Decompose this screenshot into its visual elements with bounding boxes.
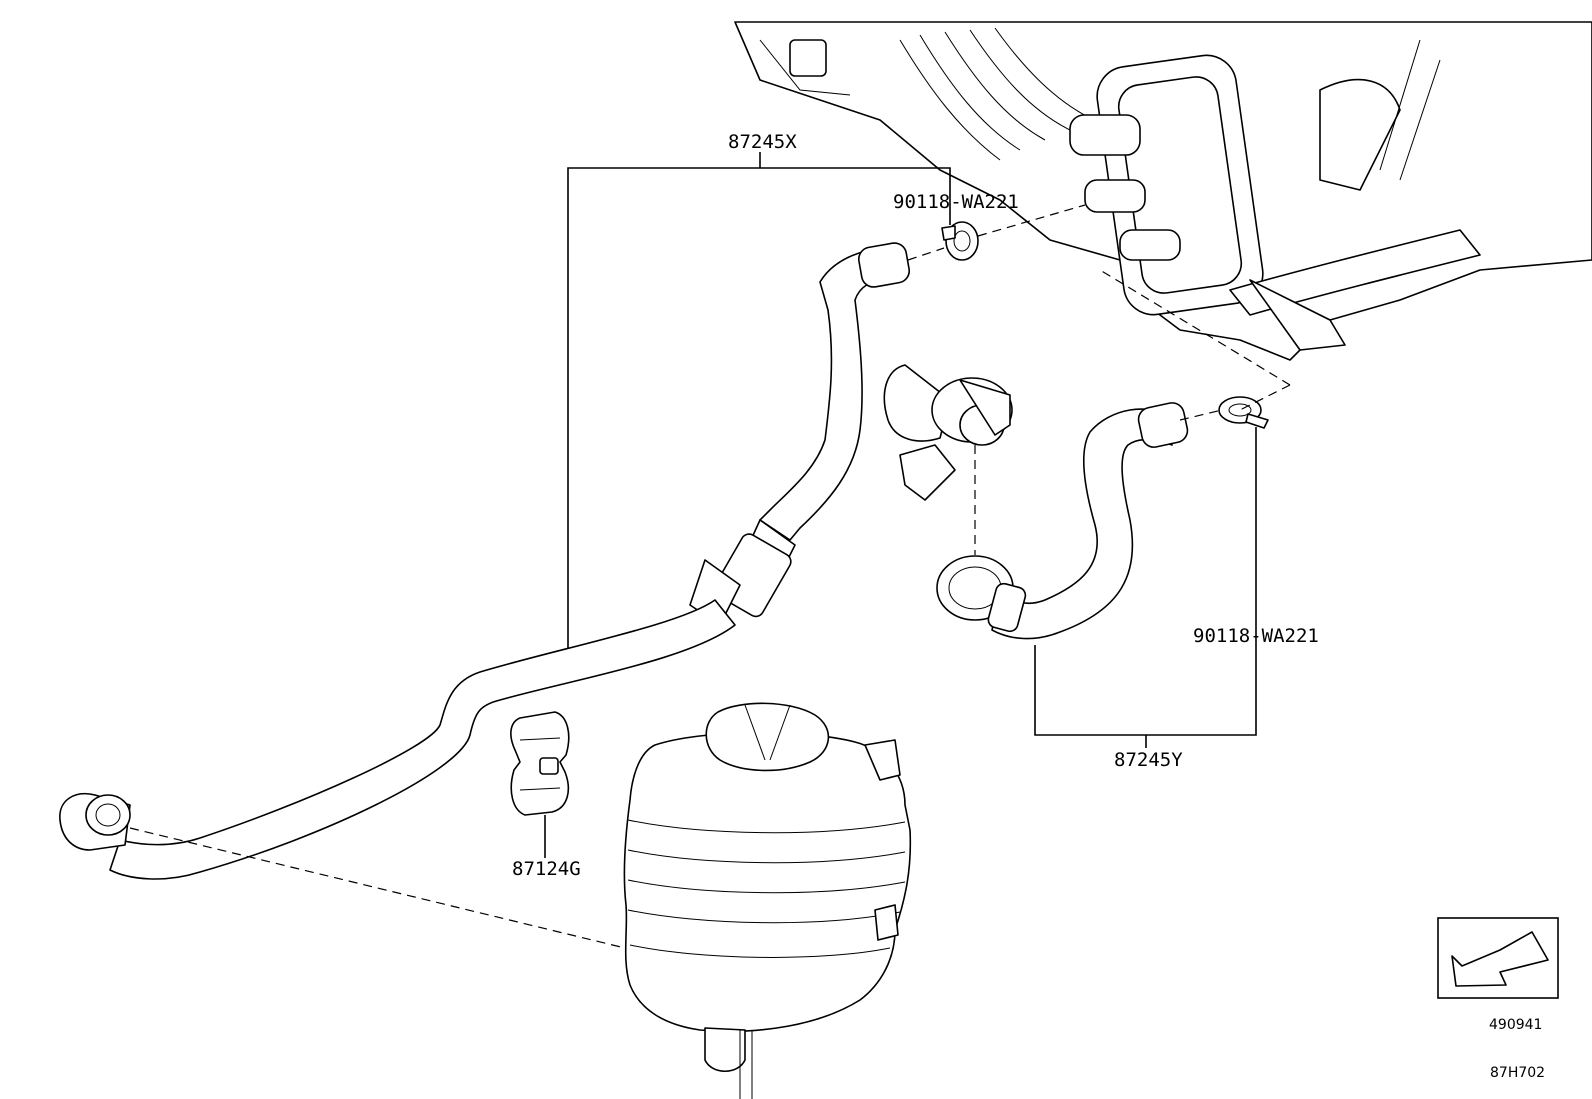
connection-lines	[129, 204, 1291, 949]
coolant-reserve-tank	[623, 702, 912, 1099]
heater-unit-assembly	[734, 21, 1592, 361]
reference-code: 490941	[1489, 1017, 1542, 1033]
part-label-clamp-right: 90118-WA221	[1193, 625, 1319, 647]
part-label-87124g: 87124G	[512, 858, 581, 880]
heater-hose-upper	[59, 242, 911, 880]
hose-clamp-right	[1218, 396, 1269, 429]
diagram-code: 87H702	[1490, 1065, 1545, 1081]
front-direction-arrow-icon	[1437, 917, 1559, 999]
hose-clip	[510, 711, 570, 816]
hose-clamp-top	[941, 221, 979, 261]
part-label-clamp-top: 90118-WA221	[893, 191, 1019, 213]
heater-hose-lower	[936, 402, 1189, 640]
part-label-87245x: 87245X	[728, 131, 797, 153]
part-label-87245y: 87245Y	[1114, 749, 1183, 771]
water-valve	[883, 364, 1013, 501]
leader-lines	[544, 152, 1257, 858]
